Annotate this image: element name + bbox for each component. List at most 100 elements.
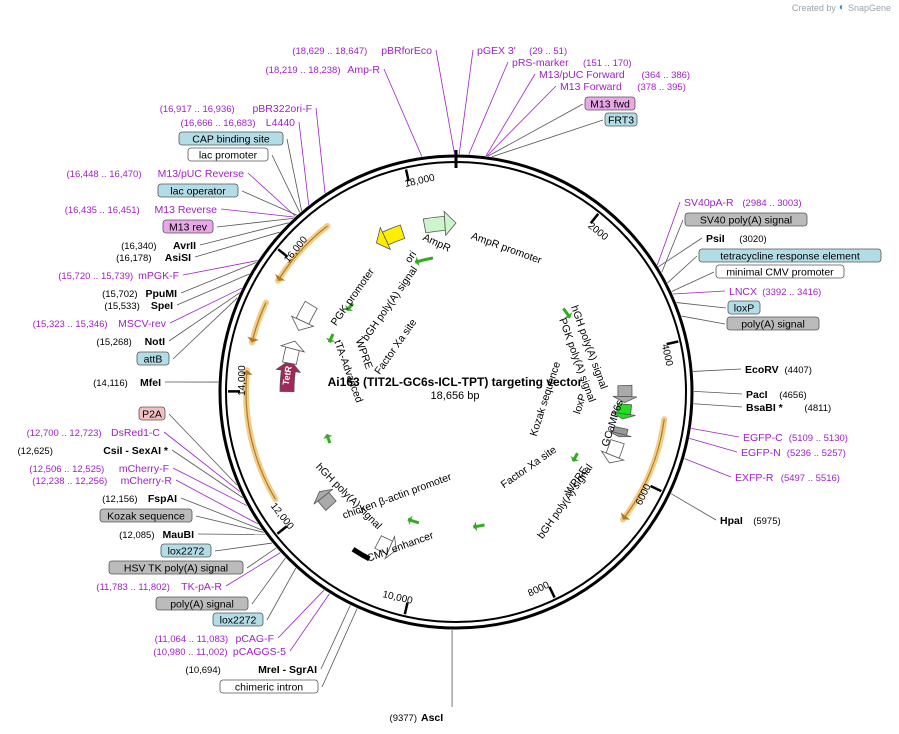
annot-coord-right-16: (4811) xyxy=(804,403,831,414)
annot-name-right-18: EGFP-N xyxy=(741,447,781,459)
annot-coord-right-0: (29 .. 51) xyxy=(529,46,567,57)
annot-coord-right-11: (3392 .. 3416) xyxy=(762,287,821,298)
annot-name-right-12: loxP xyxy=(734,302,754,314)
annot-box-left-17 xyxy=(136,351,170,366)
snapgene-logo-icon: ◐ xyxy=(838,2,845,13)
annot-leader-right-7 xyxy=(661,219,684,273)
annot-coord-right-17: (5109 .. 5130) xyxy=(789,433,848,444)
annot-name-left-23: mCherry-R xyxy=(121,475,173,487)
orf-arc-core-0 xyxy=(277,225,328,282)
annot-name-left-33: pCAGGS-5 xyxy=(233,646,286,658)
tick-label-0: 2000 xyxy=(586,221,611,244)
feature-head-0 xyxy=(443,210,457,237)
annot-name-right-6: SV40pA-R xyxy=(684,197,734,209)
tick-4 xyxy=(403,602,409,615)
annot-name-left-21: CsiI - SexAI * xyxy=(103,445,169,457)
tick-label-4: 10,000 xyxy=(381,589,414,607)
tick-label-3: 8000 xyxy=(526,580,551,600)
feature-head-5 xyxy=(313,488,334,505)
annot-name-left-20: DsRed1-C xyxy=(111,427,160,439)
annot-box-left-9 xyxy=(162,219,214,234)
annot-coord-left-20: (12,700 .. 12,723) xyxy=(27,428,102,439)
annot-leader-right-10 xyxy=(671,271,715,292)
annot-coord-left-18: (14,116) xyxy=(93,378,128,389)
annot-leader-right-12 xyxy=(676,302,727,309)
annot-leader-left-14 xyxy=(176,273,250,306)
annot-box-left-7 xyxy=(157,183,239,198)
annot-coord-left-1: (18,219 .. 18,238) xyxy=(266,65,341,76)
annot-name-right-14: EcoRV xyxy=(745,364,779,376)
inner-label-0: AmpR xyxy=(421,231,453,254)
inner-arrowhead-1 xyxy=(564,312,573,318)
annot-leader-left-17 xyxy=(172,297,238,360)
annot-name-right-11: LNCX xyxy=(729,286,757,298)
annot-coord-left-2: (16,917 .. 16,936) xyxy=(160,104,235,115)
annot-leader-left-27 xyxy=(214,542,273,552)
annot-coord-left-15: (15,323 .. 15,346) xyxy=(33,319,108,330)
annot-leader-right-18 xyxy=(689,437,738,453)
annot-name-right-8: PsiI xyxy=(706,233,725,245)
annot-box-left-35 xyxy=(219,679,319,694)
annot-coord-left-13: (15,702) xyxy=(102,289,137,300)
feature-body-7 xyxy=(295,300,318,325)
annot-name-left-22: mCherry-F xyxy=(119,463,169,475)
orf-arrowhead-3 xyxy=(620,512,631,520)
inner-arrowhead-4 xyxy=(323,434,333,440)
annot-name-left-2: pBR322ori-F xyxy=(252,103,312,115)
annot-name-left-30: poly(A) signal xyxy=(170,598,234,610)
annot-box-left-4 xyxy=(178,131,284,146)
annot-name-left-16: NotI xyxy=(145,336,165,348)
annot-leader-left-21 xyxy=(171,449,244,499)
orf-arrowhead-2 xyxy=(240,370,253,375)
orf-arrowhead-0 xyxy=(275,273,286,281)
annot-name-right-7: SV40 poly(A) signal xyxy=(700,214,792,226)
annot-leader-right-16 xyxy=(693,403,743,408)
annot-leader-left-5 xyxy=(271,154,301,213)
annot-coord-left-0: (18,629 .. 18,647) xyxy=(292,46,367,57)
annot-leader-left-28 xyxy=(246,547,277,569)
annot-name-left-29: TK-pA-R xyxy=(181,581,222,593)
tick-0 xyxy=(589,213,600,224)
feature-head-3 xyxy=(275,359,302,373)
tick-1 xyxy=(666,340,679,346)
tick-2 xyxy=(649,484,662,493)
annotations: pBRforEco(18,629 .. 18,647)Amp-R(18,219 … xyxy=(18,45,882,724)
annot-leader-right-20 xyxy=(670,493,717,521)
annot-name-left-17: attB xyxy=(144,353,163,365)
annot-leader-left-7 xyxy=(241,190,297,216)
annot-name-left-34: MreI - SgrAI xyxy=(258,664,317,676)
annot-box-left-30 xyxy=(155,596,249,611)
annot-name-left-8: M13 Reverse xyxy=(155,204,218,216)
annot-coord-left-29: (11,783 .. 11,802) xyxy=(96,582,170,593)
annot-name-left-0: pBRforEco xyxy=(381,45,432,57)
annot-name-left-6: M13/pUC Reverse xyxy=(158,168,245,180)
annot-name-left-35: chimeric intron xyxy=(235,681,303,693)
annot-leader-right-17 xyxy=(691,428,740,438)
annot-leader-right-4 xyxy=(487,103,584,157)
annot-coord-right-14: (4407) xyxy=(785,365,812,376)
feature-body-1 xyxy=(381,224,406,246)
annot-leader-left-3 xyxy=(298,121,310,206)
annot-coord-left-22: (12,506 .. 12,525) xyxy=(29,464,104,475)
annot-coord-right-15: (4656) xyxy=(779,390,806,401)
inner-arrowhead-5 xyxy=(407,515,413,526)
inner-arrowhead-6 xyxy=(473,521,478,532)
annot-name-right-10: minimal CMV promoter xyxy=(726,266,834,278)
annot-coord-right-8: (3020) xyxy=(739,234,766,245)
annot-leader-left-16 xyxy=(168,292,240,342)
annot-leader-left-2 xyxy=(315,107,326,194)
annot-box-right-13 xyxy=(726,316,820,331)
inner-arrowhead-0 xyxy=(415,256,420,267)
annot-leader-left-0 xyxy=(435,49,455,155)
annot-name-left-4: CAP binding site xyxy=(192,133,270,145)
annot-leader-right-9 xyxy=(667,255,698,284)
inner-label-3: PGK promoter xyxy=(329,266,378,328)
annot-name-left-7: lac operator xyxy=(170,185,226,197)
annot-leader-left-33 xyxy=(289,593,330,652)
annot-name-right-21: AscI xyxy=(421,712,443,724)
annot-name-left-5: lac promoter xyxy=(199,149,258,161)
map-title: Ai163 (TIT2L-GC6s-ICL-TPT) targeting vec… xyxy=(328,375,583,389)
annot-name-left-9: M13 rev xyxy=(169,221,208,233)
orf-arc-core-2 xyxy=(245,370,276,500)
